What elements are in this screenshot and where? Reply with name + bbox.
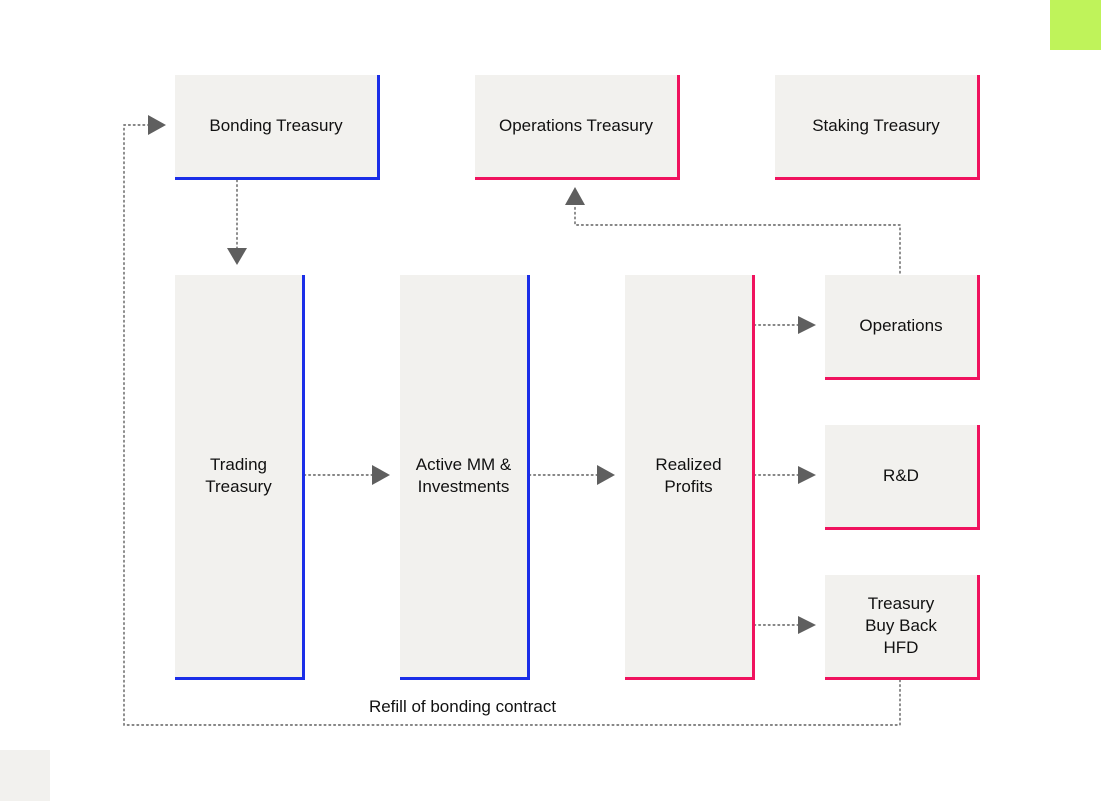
node-label: Active MM & Investments [415, 455, 512, 496]
corner-accent-lime [1050, 0, 1101, 50]
node-label: Realized Profits [655, 455, 722, 496]
edge-label-refill: Refill of bonding contract [368, 697, 557, 716]
node-rnd: R&D [825, 425, 980, 530]
arrowheads [148, 115, 816, 634]
node-staking-treasury: Staking Treasury [775, 75, 980, 180]
node-realized-profits: Realized Profits [625, 275, 755, 680]
arrowhead-down-icon [227, 248, 247, 265]
node-bonding-treasury: Bonding Treasury [175, 75, 380, 180]
node-label: Staking Treasury [812, 116, 940, 135]
node-trading-treasury: Trading Treasury [175, 275, 305, 680]
node-active-mm-investments: Active MM & Investments [400, 275, 530, 680]
arrowhead-right-icon [148, 115, 166, 135]
arrowhead-right-icon [798, 466, 816, 484]
node-label: Trading Treasury [205, 455, 272, 496]
node-label: Operations Treasury [498, 116, 653, 135]
node-operations: Operations [825, 275, 980, 380]
node-label: Treasury Buy Back HFD [865, 594, 937, 657]
node-label: Operations [859, 316, 943, 335]
node-label: R&D [883, 466, 919, 485]
arrowhead-up-icon [565, 187, 585, 205]
dotted-lines [123, 124, 901, 726]
arrowhead-right-icon [372, 465, 390, 485]
arrowhead-right-icon [798, 316, 816, 334]
node-label: Bonding Treasury [209, 116, 343, 135]
node-treasury-buy-back: Treasury Buy Back HFD [825, 575, 980, 680]
corner-accent-gray [0, 750, 50, 801]
arrowhead-right-icon [798, 616, 816, 634]
node-operations-treasury: Operations Treasury [475, 75, 680, 180]
edge-operations-to-operations-treasury [574, 204, 901, 274]
arrowhead-right-icon [597, 465, 615, 485]
edge-buyback-refill-to-bonding [123, 124, 901, 726]
